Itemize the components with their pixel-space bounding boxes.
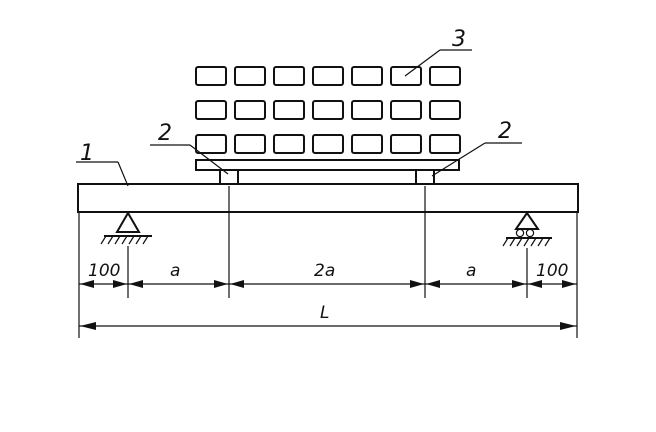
label-load: 3 <box>452 27 466 52</box>
extension-lines <box>78 186 578 338</box>
load-block <box>429 100 461 120</box>
load-block <box>234 134 266 154</box>
dimension-arrowhead <box>410 280 424 288</box>
load-block <box>273 66 305 86</box>
load-block <box>429 66 461 86</box>
dimension-arrowhead <box>230 280 244 288</box>
dim-a-right: a <box>466 261 476 281</box>
load-block <box>273 134 305 154</box>
load-block <box>351 134 383 154</box>
label-pad-left: 2 <box>158 121 172 146</box>
dim-middle: 2a <box>314 261 335 281</box>
dimension-arrowhead <box>512 280 526 288</box>
dim-right-end: 100 <box>536 261 568 281</box>
load-block <box>273 100 305 120</box>
pad-left <box>219 169 239 185</box>
dimension-arrowhead <box>214 280 228 288</box>
dimension-row-segments <box>79 280 577 288</box>
slab <box>77 183 579 213</box>
label-pad-right: 2 <box>498 119 512 144</box>
dimension-arrowhead <box>426 280 440 288</box>
load-block <box>234 100 266 120</box>
load-block <box>390 100 422 120</box>
load-block <box>312 66 344 86</box>
dimension-arrowhead <box>80 280 94 288</box>
load-block <box>312 100 344 120</box>
load-block-stack <box>195 66 461 154</box>
dim-left-end: 100 <box>88 261 120 281</box>
load-block <box>429 134 461 154</box>
load-block <box>351 100 383 120</box>
dimension-arrowhead <box>528 280 542 288</box>
distribution-plate <box>195 159 460 171</box>
load-block <box>195 134 227 154</box>
pinned-support-left <box>100 211 152 245</box>
load-block <box>195 100 227 120</box>
pad-right <box>415 169 435 185</box>
leader-lines <box>76 49 522 187</box>
load-block <box>351 66 383 86</box>
load-block <box>234 66 266 86</box>
dim-total: L <box>320 303 329 323</box>
load-block <box>390 134 422 154</box>
dimension-arrowhead <box>113 280 127 288</box>
dimension-arrowhead <box>562 280 576 288</box>
load-block <box>195 66 227 86</box>
roller-support-right <box>502 211 552 247</box>
dimension-arrowhead <box>129 280 143 288</box>
load-block <box>312 134 344 154</box>
dim-a-left: a <box>170 261 180 281</box>
label-slab: 1 <box>80 141 94 166</box>
dimension-row-total <box>79 322 577 330</box>
